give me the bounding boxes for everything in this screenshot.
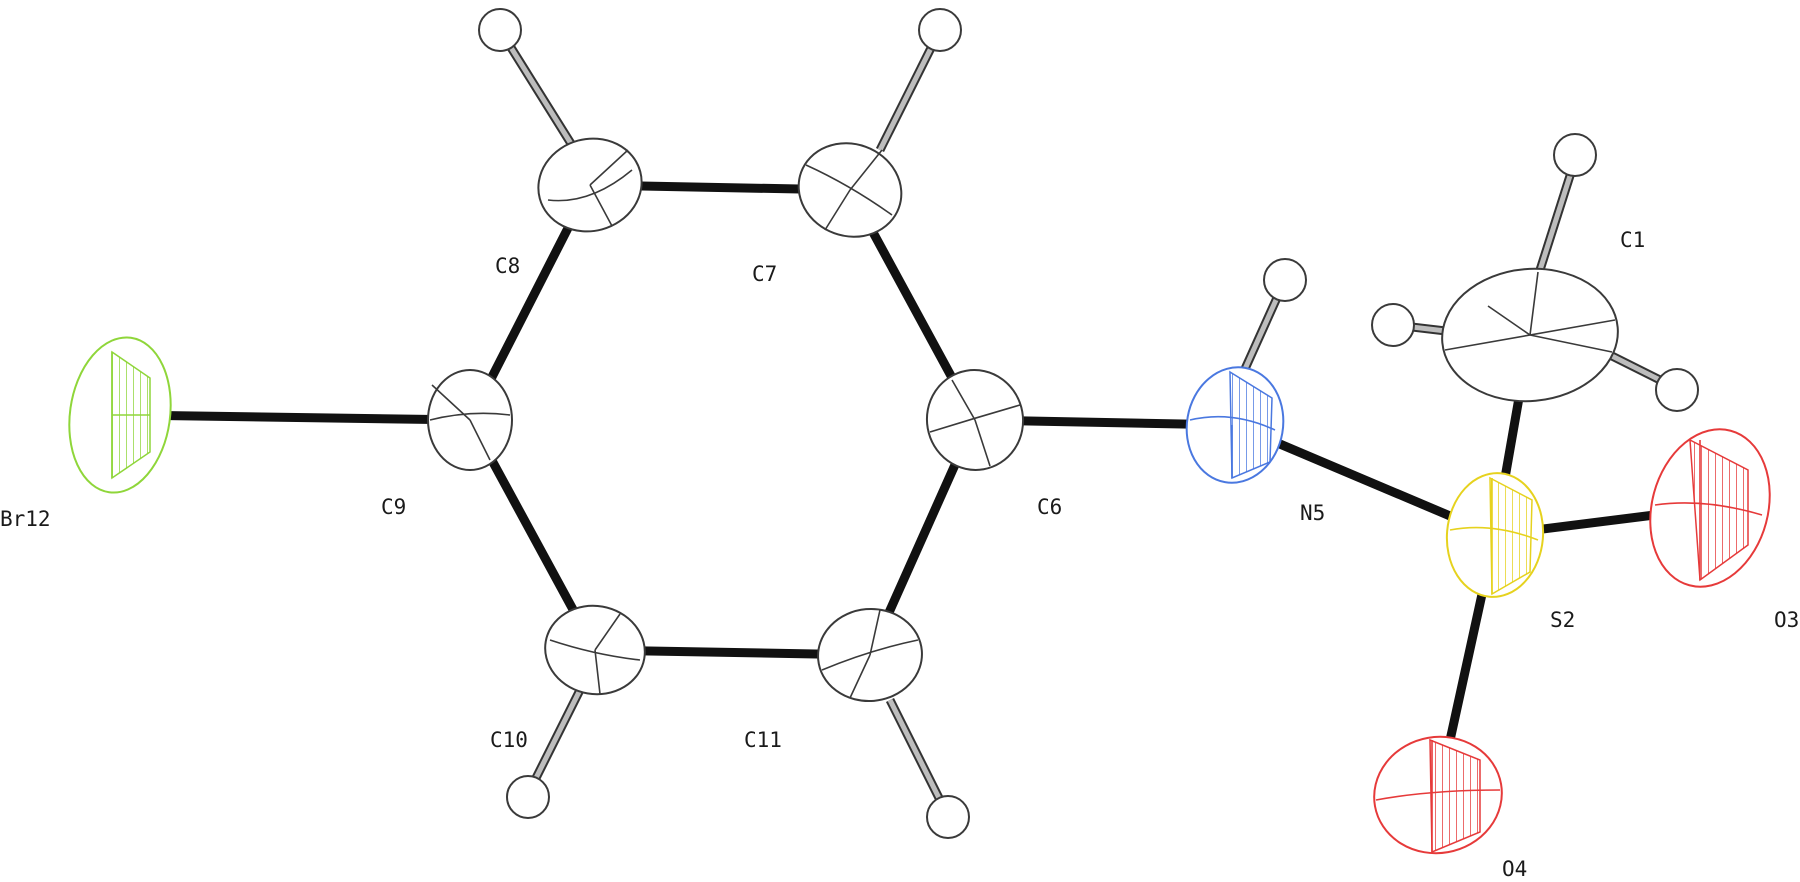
- hydrogen-atom: [478, 8, 522, 52]
- label-o3: O3: [1774, 608, 1799, 632]
- label-c10: C10: [490, 728, 528, 752]
- hydrogen-atom: [1655, 368, 1699, 412]
- label-n5: N5: [1300, 501, 1325, 525]
- atom-c10: [544, 604, 646, 696]
- atom-o3: [1649, 428, 1771, 588]
- label-c6: C6: [1037, 495, 1062, 519]
- hydrogens: [478, 8, 1699, 839]
- bond-c9-br12: [124, 410, 471, 425]
- atom-o4: [1373, 735, 1503, 855]
- atom-c7: [797, 142, 903, 238]
- atom-br12: [68, 336, 172, 494]
- atom-labels: C1 S2 O3 O4 N5 C6 C7 C8 C9 C10 C11 Br12: [0, 228, 1799, 881]
- hydrogen-atom: [1371, 303, 1415, 347]
- atom-s2: [1445, 472, 1545, 598]
- label-br12: Br12: [0, 507, 51, 531]
- label-o4: O4: [1502, 857, 1527, 881]
- atom-c11: [817, 607, 923, 703]
- hydrogen-atom: [506, 775, 550, 819]
- hydrogen-atom: [1263, 258, 1307, 302]
- atom-c6: [925, 369, 1025, 471]
- label-c7: C7: [752, 262, 777, 286]
- hydrogen-atom: [926, 795, 970, 839]
- label-c1: C1: [1620, 228, 1645, 252]
- hydrogen-atom: [918, 8, 962, 52]
- label-c9: C9: [381, 495, 406, 519]
- atom-c8: [537, 137, 643, 233]
- hydrogen-atom: [1553, 133, 1597, 177]
- label-s2: S2: [1550, 608, 1575, 632]
- label-c8: C8: [495, 254, 520, 278]
- label-c11: C11: [744, 728, 782, 752]
- atom-n5: [1185, 366, 1285, 484]
- atom-c1: [1441, 267, 1619, 403]
- atom-c9: [427, 369, 513, 471]
